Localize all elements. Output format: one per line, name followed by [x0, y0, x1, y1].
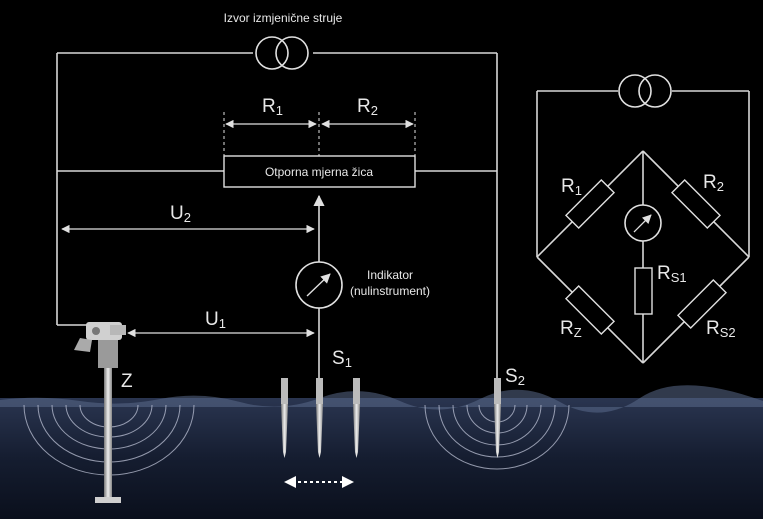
bridge-rs1-label: RS1 — [657, 263, 687, 285]
bridge-r2-label: R2 — [703, 172, 724, 194]
r1-label: R1 — [262, 96, 283, 118]
indicator-label: Indikator — [367, 268, 413, 282]
bridge-resistor-rs2 — [676, 278, 728, 330]
resistance-wire-box — [223, 155, 416, 188]
u2-label: U2 — [170, 203, 191, 225]
soil-ground — [0, 385, 763, 519]
resistance-wire-label: Otporna mjerna žica — [265, 165, 373, 179]
s1-label: S1 — [332, 348, 352, 370]
bridge-resistor-rz — [564, 284, 616, 336]
probe-move-arrow — [284, 476, 354, 488]
indicator-meter-icon — [295, 261, 343, 309]
bridge-resistor-r1 — [564, 178, 616, 230]
source-label: Izvor izmjenične struje — [224, 11, 343, 25]
r-dimension-lines — [223, 112, 416, 156]
probe-s2 — [494, 378, 501, 458]
bridge-rz-label: RZ — [560, 318, 582, 340]
probe-s1 — [281, 378, 360, 458]
z-label: Z — [121, 371, 133, 392]
u1-label: U1 — [205, 309, 226, 331]
s2-label: S2 — [505, 366, 525, 388]
bridge-r1-label: R1 — [561, 176, 582, 198]
earth-electrode-z — [74, 322, 126, 503]
bridge-source-icon — [618, 74, 672, 108]
bridge-meter-icon — [624, 204, 662, 242]
ac-source-icon — [255, 36, 309, 70]
bridge-rs2-label: RS2 — [706, 318, 736, 340]
circuit-wires — [56, 52, 498, 378]
indicator-sublabel: (nulinstrument) — [350, 284, 430, 298]
bridge-resistor-rs1 — [634, 267, 653, 315]
bridge-resistor-r2 — [670, 178, 722, 230]
r2-label: R2 — [357, 96, 378, 118]
